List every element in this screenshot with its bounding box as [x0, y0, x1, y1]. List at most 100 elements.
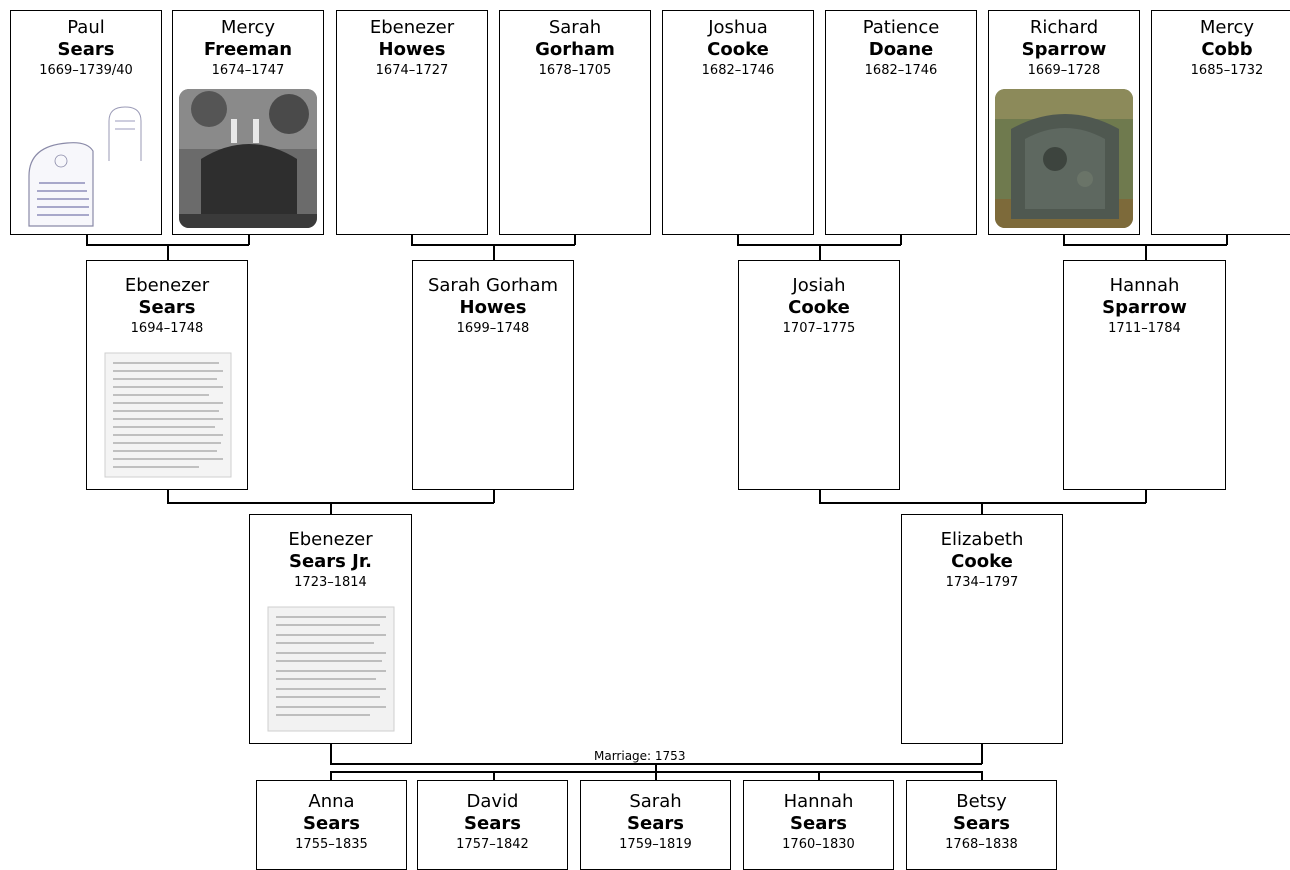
life-dates: 1755–1835: [295, 837, 368, 852]
given-name: Mercy: [1199, 17, 1255, 38]
surname: Sears Jr.: [288, 551, 373, 572]
surname: Sears: [464, 813, 521, 834]
given-name: Elizabeth: [940, 529, 1024, 550]
life-dates: 1694–1748: [130, 321, 204, 336]
connector: [248, 235, 250, 245]
connector: [330, 771, 332, 781]
surname: Cooke: [707, 39, 769, 60]
life-dates: 1734–1797: [945, 575, 1019, 590]
person-card-sarah-sears[interactable]: Sarah Sears 1759–1819: [580, 780, 731, 870]
life-dates: 1674–1727: [375, 63, 449, 78]
person-card-elizabeth-cooke[interactable]: Elizabeth Cooke 1734–1797: [901, 514, 1063, 744]
connector: [981, 744, 983, 764]
surname: Cobb: [1201, 39, 1253, 60]
person-card-josiah-cooke[interactable]: Josiah Cooke 1707–1775: [738, 260, 900, 490]
given-name: Hannah: [783, 791, 854, 812]
given-name: Ebenezer: [369, 17, 455, 38]
given-name: David: [466, 791, 519, 812]
life-dates: 1699–1748: [456, 321, 530, 336]
connector: [819, 244, 821, 261]
life-dates: 1759–1819: [619, 837, 692, 852]
surname: Sears: [953, 813, 1010, 834]
life-dates: 1674–1747: [211, 63, 285, 78]
given-name: Anna: [308, 791, 355, 812]
connector: [574, 235, 576, 245]
person-card-joshua-cooke[interactable]: Joshua Cooke 1682–1746: [662, 10, 814, 235]
connector: [330, 502, 332, 515]
connector: [819, 490, 821, 503]
connector: [818, 771, 820, 781]
person-card-mercy-freeman[interactable]: Mercy Freeman 1674–1747: [172, 10, 324, 235]
given-name: Joshua: [708, 17, 768, 38]
person-card-richard-sparrow[interactable]: Richard Sparrow 1669–1728: [988, 10, 1140, 235]
surname: Freeman: [203, 39, 293, 60]
connector: [1063, 235, 1065, 245]
given-name: Mercy: [220, 17, 276, 38]
surname: Gorham: [535, 39, 615, 60]
connector: [167, 490, 169, 503]
connector: [1145, 490, 1147, 503]
life-dates: 1669–1739/40: [39, 63, 133, 78]
connector: [167, 244, 169, 261]
connector: [900, 235, 902, 245]
surname: Sears: [57, 39, 115, 60]
person-card-david-sears[interactable]: David Sears 1757–1842: [417, 780, 568, 870]
surname: Sears: [303, 813, 360, 834]
surname: Doane: [868, 39, 934, 60]
gravestone-photo-image[interactable]: [179, 89, 317, 228]
life-dates: 1707–1775: [782, 321, 856, 336]
given-name: Betsy: [956, 791, 1007, 812]
surname: Howes: [378, 39, 446, 60]
connector: [1226, 235, 1228, 245]
connector: [737, 235, 739, 245]
person-card-hannah-sparrow[interactable]: Hannah Sparrow 1711–1784: [1063, 260, 1226, 490]
person-card-sarah-gorham-howes[interactable]: Sarah Gorham Howes 1699–1748: [412, 260, 574, 490]
given-name: Hannah: [1109, 275, 1180, 296]
life-dates: 1760–1830: [782, 837, 855, 852]
life-dates: 1757–1842: [456, 837, 529, 852]
surname: Sparrow: [1102, 297, 1187, 318]
given-name: Richard: [1029, 17, 1099, 38]
life-dates: 1682–1746: [864, 63, 938, 78]
connector: [1145, 244, 1147, 261]
person-card-ebenezer-howes[interactable]: Ebenezer Howes 1674–1727: [336, 10, 488, 235]
given-name: Ebenezer: [124, 275, 210, 296]
given-name: Ebenezer: [288, 529, 373, 550]
connector: [493, 244, 495, 261]
marriage-label: Marriage: 1753: [594, 749, 686, 763]
given-name: Sarah Gorham: [427, 275, 559, 296]
person-card-paul-sears[interactable]: Paul Sears 1669–1739/40: [10, 10, 162, 235]
person-card-anna-sears[interactable]: Anna Sears 1755–1835: [256, 780, 407, 870]
connector: [493, 771, 495, 781]
life-dates: 1723–1814: [294, 575, 367, 590]
surname: Cooke: [951, 551, 1013, 572]
record-document-image[interactable]: [262, 601, 399, 735]
life-dates: 1682–1746: [701, 63, 775, 78]
person-card-betsy-sears[interactable]: Betsy Sears 1768–1838: [906, 780, 1057, 870]
surname: Sears: [790, 813, 847, 834]
connector: [493, 490, 495, 503]
gravestone-sketch-image[interactable]: [17, 91, 155, 228]
person-card-hannah-sears[interactable]: Hannah Sears 1760–1830: [743, 780, 894, 870]
life-dates: 1678–1705: [538, 63, 612, 78]
connector: [981, 502, 983, 515]
given-name: Patience: [862, 17, 940, 38]
connector: [819, 502, 1146, 504]
connector: [655, 771, 657, 781]
life-dates: 1669–1728: [1027, 63, 1101, 78]
person-card-sarah-gorham[interactable]: Sarah Gorham 1678–1705: [499, 10, 651, 235]
surname: Cooke: [788, 297, 850, 318]
given-name: Paul: [67, 17, 105, 38]
person-card-ebenezer-sears[interactable]: Ebenezer Sears 1694–1748: [86, 260, 248, 490]
person-card-patience-doane[interactable]: Patience Doane 1682–1746: [825, 10, 977, 235]
life-dates: 1711–1784: [1108, 321, 1181, 336]
person-card-ebenezer-sears-jr[interactable]: Ebenezer Sears Jr. 1723–1814: [249, 514, 412, 744]
gravestone-color-photo-image[interactable]: [995, 89, 1133, 228]
given-name: Josiah: [792, 275, 846, 296]
connector: [981, 771, 983, 781]
record-document-image[interactable]: [99, 347, 235, 481]
person-card-mercy-cobb[interactable]: Mercy Cobb 1685–1732: [1151, 10, 1290, 235]
surname: Sears: [627, 813, 684, 834]
life-dates: 1685–1732: [1190, 63, 1264, 78]
